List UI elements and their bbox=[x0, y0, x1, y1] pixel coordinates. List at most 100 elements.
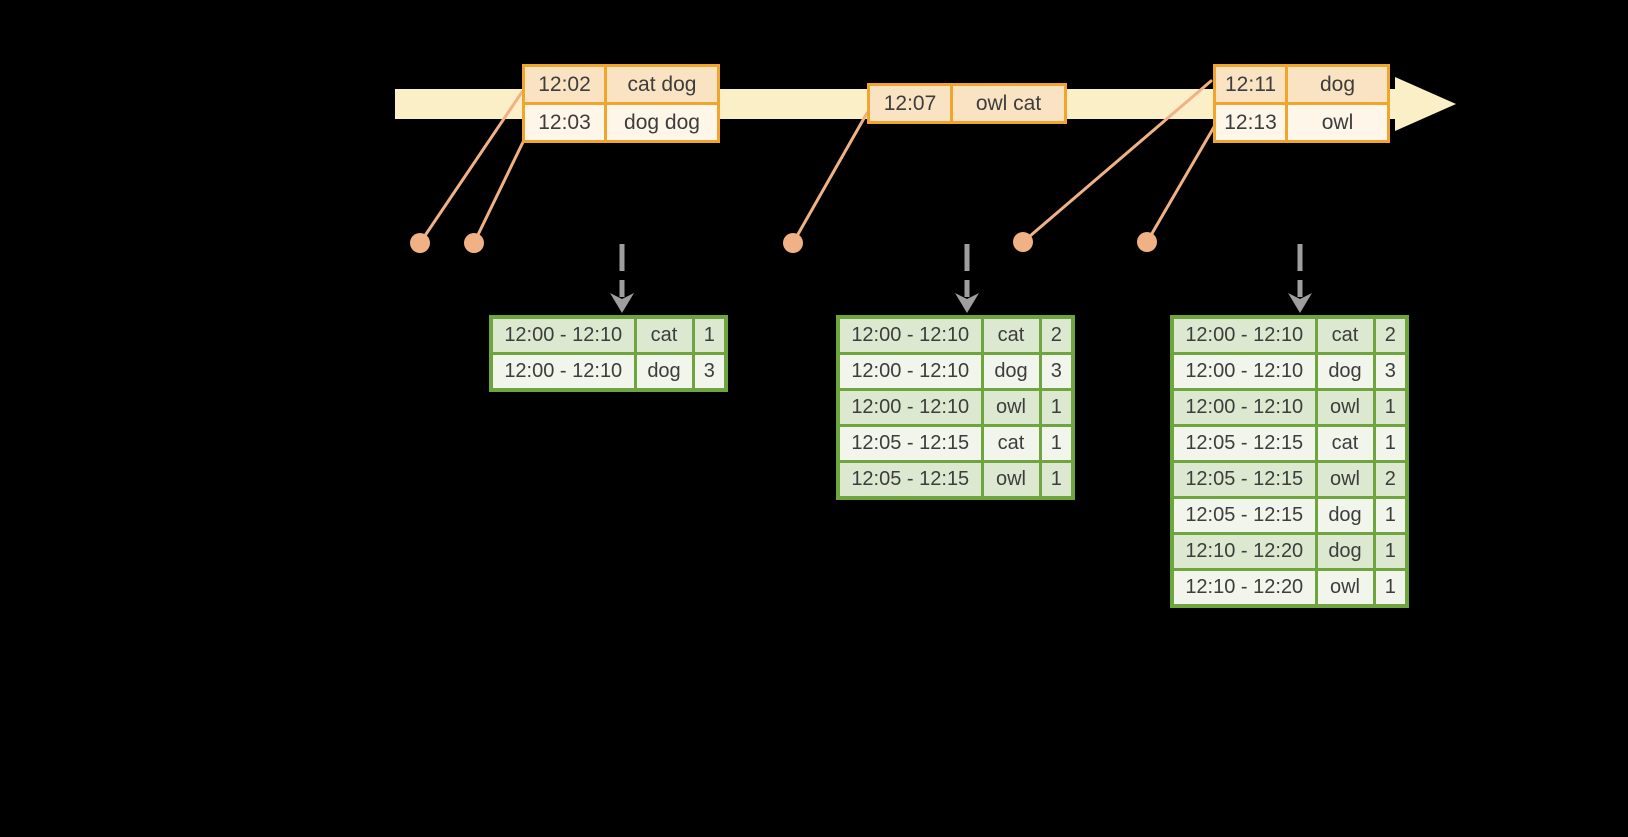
count-cell: 2 bbox=[1038, 315, 1075, 355]
event-words-cell: dog bbox=[1285, 64, 1390, 105]
event-words-cell: dog dog bbox=[604, 102, 720, 143]
window-cell: 12:05 - 12:15 bbox=[1170, 496, 1318, 535]
window-cell: 12:05 - 12:15 bbox=[836, 460, 984, 500]
window-cell: 12:05 - 12:15 bbox=[1170, 424, 1318, 463]
trigger-arrow-icon bbox=[1288, 244, 1312, 313]
event-words-cell: owl bbox=[1285, 102, 1390, 143]
event-connector bbox=[791, 111, 869, 245]
window-cell: 12:00 - 12:10 bbox=[836, 388, 984, 427]
event-dot bbox=[783, 233, 803, 253]
word-cell: cat bbox=[980, 424, 1042, 463]
count-cell: 1 bbox=[1372, 424, 1409, 463]
window-cell: 12:05 - 12:15 bbox=[1170, 460, 1318, 499]
word-cell: dog bbox=[1314, 532, 1376, 571]
window-cell: 12:05 - 12:15 bbox=[836, 424, 984, 463]
count-cell: 2 bbox=[1372, 460, 1409, 499]
word-cell: owl bbox=[1314, 460, 1376, 499]
window-cell: 12:10 - 12:20 bbox=[1170, 568, 1318, 608]
count-cell: 1 bbox=[1038, 424, 1075, 463]
event-connector bbox=[1021, 79, 1213, 244]
word-cell: cat bbox=[980, 315, 1042, 355]
event-time-cell: 12:13 bbox=[1213, 102, 1288, 143]
window-cell: 12:00 - 12:10 bbox=[836, 352, 984, 391]
event-dot bbox=[464, 233, 484, 253]
event-words-cell: owl cat bbox=[950, 83, 1067, 124]
word-cell: owl bbox=[980, 388, 1042, 427]
count-cell: 2 bbox=[1372, 315, 1409, 355]
event-connector bbox=[472, 138, 526, 245]
count-cell: 3 bbox=[691, 352, 728, 392]
event-dot bbox=[1013, 232, 1033, 252]
timeline-arrowhead-icon bbox=[1395, 77, 1456, 131]
count-cell: 1 bbox=[1038, 460, 1075, 500]
event-time-cell: 12:11 bbox=[1213, 64, 1288, 105]
event-time-cell: 12:03 bbox=[522, 102, 607, 143]
word-cell: cat bbox=[1314, 315, 1376, 355]
event-dots bbox=[410, 232, 1157, 253]
word-cell: cat bbox=[633, 315, 695, 355]
window-cell: 12:00 - 12:10 bbox=[1170, 315, 1318, 355]
event-dot bbox=[410, 233, 430, 253]
word-cell: owl bbox=[980, 460, 1042, 500]
event-connector bbox=[418, 90, 524, 245]
word-cell: dog bbox=[980, 352, 1042, 391]
event-time-cell: 12:02 bbox=[522, 64, 607, 105]
count-cell: 1 bbox=[1372, 496, 1409, 535]
count-cell: 1 bbox=[1038, 388, 1075, 427]
trigger-arrowhead bbox=[610, 293, 634, 313]
count-cell: 1 bbox=[1372, 388, 1409, 427]
count-cell: 1 bbox=[1372, 568, 1409, 608]
trigger-arrow-icon bbox=[955, 244, 979, 313]
count-cell: 3 bbox=[1372, 352, 1409, 391]
word-cell: dog bbox=[1314, 496, 1376, 535]
trigger-arrowhead bbox=[1288, 293, 1312, 313]
event-words-cell: cat dog bbox=[604, 64, 720, 105]
word-cell: dog bbox=[633, 352, 695, 392]
word-cell: owl bbox=[1314, 568, 1376, 608]
count-cell: 3 bbox=[1038, 352, 1075, 391]
window-cell: 12:00 - 12:10 bbox=[1170, 388, 1318, 427]
trigger-arrowhead bbox=[955, 293, 979, 313]
window-cell: 12:00 - 12:10 bbox=[1170, 352, 1318, 391]
event-connectors bbox=[418, 79, 1216, 245]
word-cell: owl bbox=[1314, 388, 1376, 427]
word-cell: dog bbox=[1314, 352, 1376, 391]
window-cell: 12:00 - 12:10 bbox=[489, 352, 637, 392]
window-cell: 12:10 - 12:20 bbox=[1170, 532, 1318, 571]
